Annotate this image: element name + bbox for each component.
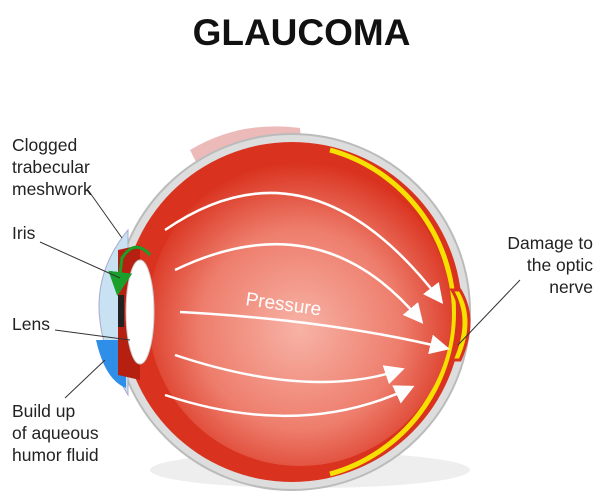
label-line: nerve — [549, 277, 593, 297]
label-lens: Lens — [12, 314, 50, 334]
retina — [329, 147, 456, 477]
label-iris: Iris — [12, 223, 36, 243]
label-line: the optic — [526, 255, 593, 275]
vitreous — [148, 162, 452, 466]
label-aqueous-fluid: Build up of aqueous humor fluid — [12, 400, 99, 466]
diagram-title: GLAUCOMA — [192, 12, 411, 53]
label-line: Clogged — [12, 135, 78, 155]
green-flow-arrow — [108, 245, 152, 296]
label-line: of aqueous — [12, 423, 99, 443]
label-line: Damage to — [507, 233, 593, 253]
label-line: Build up — [12, 401, 76, 421]
optic-nerve — [449, 288, 471, 362]
label-trabecular-meshwork: Clogged trabecular meshwork — [12, 134, 92, 200]
label-optic-nerve: Damage to the optic nerve — [507, 232, 593, 298]
pupil — [118, 295, 124, 327]
label-line: humor fluid — [12, 445, 99, 465]
label-line: meshwork — [12, 179, 92, 199]
lens — [125, 259, 155, 365]
label-line: trabecular — [12, 157, 90, 177]
